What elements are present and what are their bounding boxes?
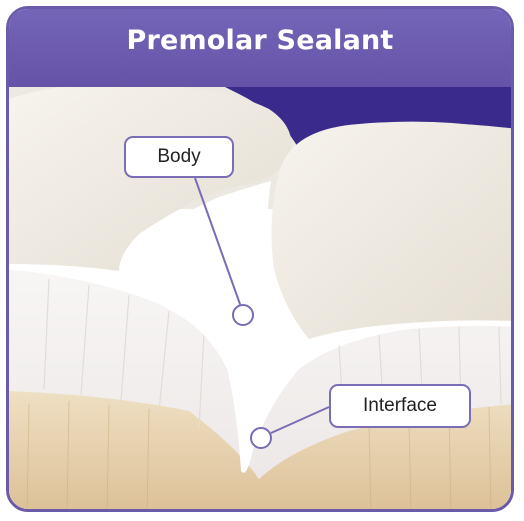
body-callout: Body [124, 136, 234, 178]
right-cusp [271, 122, 514, 339]
interface-callout: Interface [329, 384, 471, 428]
interface-marker [251, 428, 271, 448]
diagram-frame: Premolar Sealant Body Interface [6, 6, 514, 512]
body-marker [233, 305, 253, 325]
header-bar: Premolar Sealant [9, 9, 511, 87]
diagram-title: Premolar Sealant [126, 25, 393, 56]
body-label: Body [157, 146, 200, 168]
interface-label: Interface [363, 395, 437, 417]
